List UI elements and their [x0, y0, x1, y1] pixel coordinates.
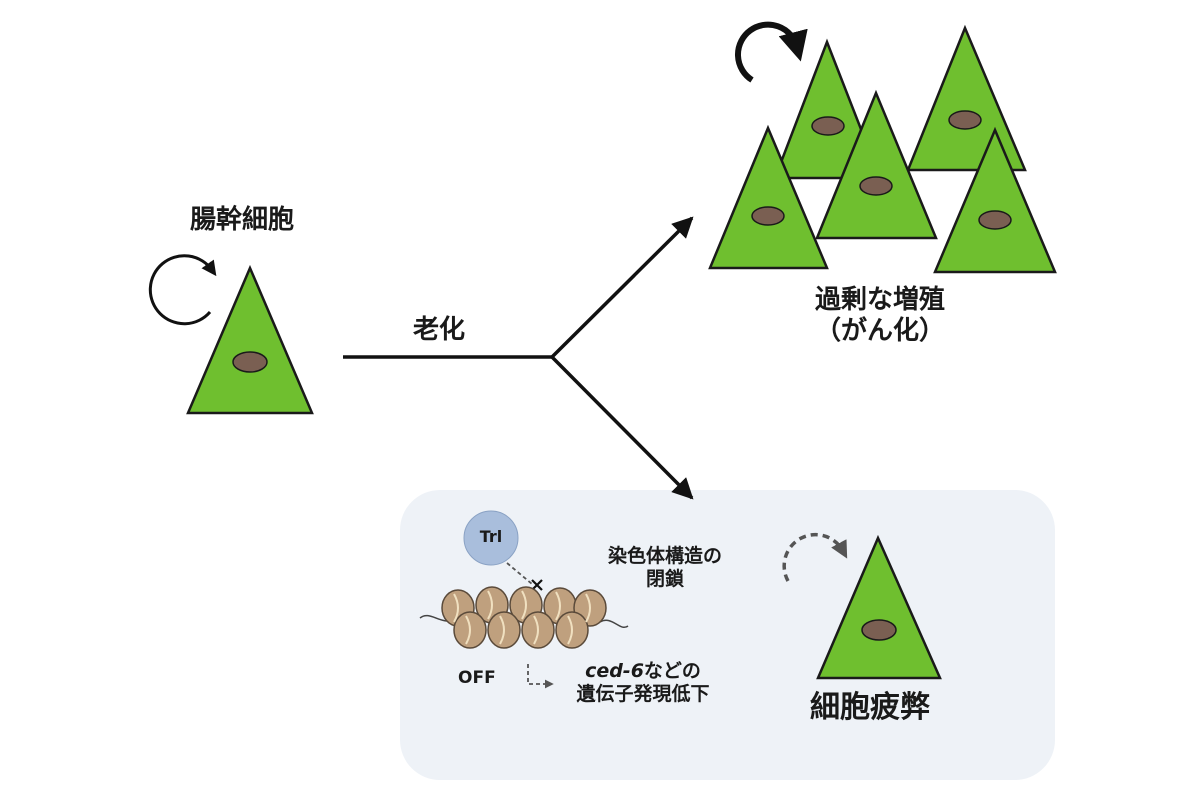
- off-dashed-arrow: [527, 664, 554, 689]
- self-renew-arrow-icon: [735, 21, 808, 83]
- off-label: OFF: [458, 668, 496, 688]
- aging-label: 老化: [413, 315, 466, 345]
- proliferating-cell: [773, 38, 882, 180]
- trl-label: Trl: [479, 527, 503, 546]
- chromatin-line2: 閉鎖: [645, 567, 684, 590]
- proliferating-cell: [933, 126, 1057, 274]
- gene-expression-label: ced-6などの 遺伝子発現低下: [548, 660, 738, 706]
- overproliferation-label: 過剰な増殖 （がん化）: [760, 285, 1000, 347]
- nucleosome-array: [419, 586, 629, 649]
- chromatin-line1: 染色体構造の: [607, 545, 722, 567]
- stem-cell: [186, 264, 314, 415]
- self-renew-arrow-icon: [148, 254, 217, 326]
- proliferating-cell: [708, 124, 829, 270]
- stem-cell-label: 腸幹細胞: [190, 205, 295, 235]
- exhausted-cell: [816, 534, 942, 680]
- chromatin-label: 染色体構造の 閉鎖: [570, 545, 760, 591]
- gene-line1: ced-6などの: [548, 660, 738, 683]
- trl-blocked-dashed-arrow: [506, 562, 533, 585]
- gene-suffix: などの: [643, 660, 701, 682]
- gene-name: ced-6: [585, 660, 644, 682]
- gene-line2: 遺伝子発現低下: [576, 682, 710, 705]
- exhaustion-label: 細胞疲弊: [810, 690, 930, 725]
- exhaustion-panel: [400, 490, 1055, 780]
- proliferating-cell: [906, 24, 1027, 172]
- aging-branch-arrows: [343, 216, 694, 500]
- trl-protein-circle: [463, 510, 519, 566]
- proliferating-cell-cluster: [708, 24, 1057, 274]
- impaired-renew-dashed-arrow-icon: [782, 533, 848, 582]
- proliferating-cell: [815, 89, 938, 240]
- overproliferation-line1: 過剰な増殖: [814, 285, 945, 315]
- overproliferation-line2: （がん化）: [814, 316, 945, 347]
